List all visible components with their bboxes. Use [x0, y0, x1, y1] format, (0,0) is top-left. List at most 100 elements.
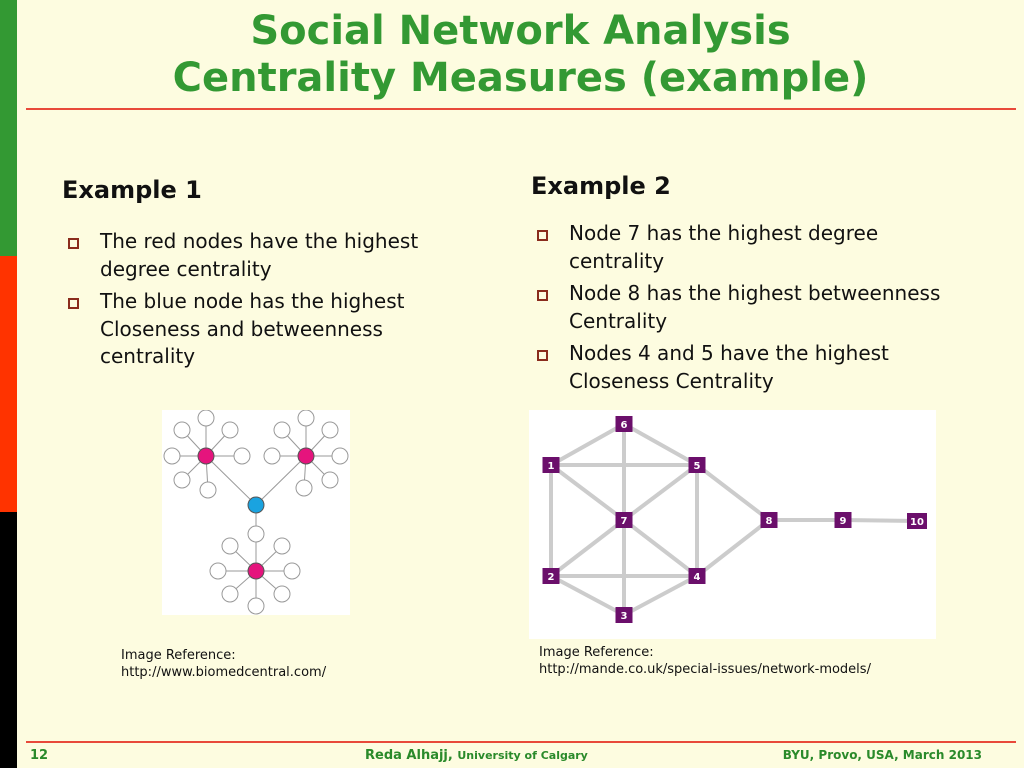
red-hub-node: [247, 562, 265, 580]
leaf-node: [321, 421, 339, 439]
network-node-label-4: 4: [694, 572, 701, 583]
leaf-node: [263, 447, 281, 465]
leaf-node: [173, 471, 191, 489]
network-node-label-5: 5: [694, 461, 701, 472]
graph-edge: [622, 463, 699, 522]
leaf-node: [273, 537, 291, 555]
graph-edge: [623, 574, 698, 617]
example1-image-reference: Image Reference: http://www.biomedcentra…: [121, 647, 326, 681]
example1-bullet-text: The blue node has the highest Closeness …: [100, 289, 405, 368]
leaf-node: [173, 421, 191, 439]
page-number: 12: [30, 748, 49, 763]
graph-edge: [622, 518, 699, 578]
leaf-node: [295, 479, 313, 497]
square-bullet-icon: [537, 290, 548, 301]
example1-bullet: The red nodes have the highest degree ce…: [62, 228, 482, 283]
network-node-2: [542, 568, 560, 584]
example1-reference-label: Image Reference:: [121, 648, 236, 663]
leaf-node: [209, 562, 227, 580]
leaf-node: [273, 421, 291, 439]
leaf-node: [247, 597, 265, 615]
graph-edge: [695, 463, 771, 522]
network-node-9: [834, 512, 852, 528]
network-node-label-1: 1: [548, 461, 555, 472]
slide-title-line-1: Social Network Analysis: [250, 8, 791, 54]
leaf-node: [331, 447, 349, 465]
example2-image-reference: Image Reference: http://mande.co.uk/spec…: [539, 644, 871, 678]
graph-edge: [695, 518, 771, 578]
graph-edge: [549, 518, 626, 578]
network-node-label-2: 2: [548, 572, 555, 583]
network-node-1: [542, 457, 560, 473]
graph-edge: [550, 422, 625, 467]
network-node-5: [688, 457, 706, 473]
network-node-3: [615, 607, 633, 623]
accent-stripe-orange: [0, 256, 17, 512]
square-bullet-icon: [537, 230, 548, 241]
example2-bullet-text: Node 7 has the highest degree centrality: [569, 221, 879, 273]
example1-bullet-list: The red nodes have the highest degree ce…: [62, 228, 482, 376]
network-node-label-7: 7: [621, 516, 628, 527]
leaf-node: [297, 409, 315, 427]
author-name: Reda Alhajj,: [365, 748, 453, 763]
example1-reference-url: http://www.biomedcentral.com/: [121, 665, 327, 680]
accent-stripe-black: [0, 512, 17, 768]
slide-title: Social Network Analysis Centrality Measu…: [17, 8, 1024, 102]
leaf-node: [221, 585, 239, 603]
leaf-node: [221, 421, 239, 439]
red-hub-node: [197, 447, 215, 465]
network-node-10: [907, 513, 927, 529]
graph-edge: [842, 518, 918, 523]
example2-bullet-text: Nodes 4 and 5 have the highest Closeness…: [569, 341, 889, 393]
network-node-label-6: 6: [621, 420, 628, 431]
leaf-node: [221, 537, 239, 555]
example2-bullet-list: Node 7 has the highest degree centrality…: [531, 220, 951, 400]
network-node-7: [615, 512, 633, 528]
network-node-4: [688, 568, 706, 584]
network-node-6: [615, 416, 633, 432]
title-divider: [26, 108, 1016, 110]
leaf-node: [321, 471, 339, 489]
leaf-node: [197, 409, 215, 427]
square-bullet-icon: [537, 350, 548, 361]
example2-bullet: Node 8 has the highest betweenness Centr…: [531, 280, 951, 335]
footer-author: Reda Alhajj, University of Calgary: [365, 748, 588, 763]
example1-heading: Example 1: [62, 176, 202, 204]
square-bullet-icon: [68, 238, 79, 249]
example1-bullet-text: The red nodes have the highest degree ce…: [100, 229, 419, 281]
red-hub-node: [297, 447, 315, 465]
network-node-label-3: 3: [621, 611, 628, 622]
leaf-node: [247, 525, 265, 543]
leaf-node: [233, 447, 251, 465]
example1-network-graph: [163, 409, 349, 615]
example2-bullet-text: Node 8 has the highest betweenness Centr…: [569, 281, 941, 333]
example2-reference-url: http://mande.co.uk/special-issues/networ…: [539, 662, 871, 677]
graph-edge: [623, 422, 698, 467]
graph-edge: [255, 455, 307, 506]
square-bullet-icon: [68, 298, 79, 309]
leaf-node: [163, 447, 181, 465]
graph-edge: [550, 574, 625, 617]
example2-reference-label: Image Reference:: [539, 645, 654, 660]
network-node-label-10: 10: [910, 517, 924, 528]
leaf-node: [273, 585, 291, 603]
example1-network-figure: [162, 409, 350, 615]
leaf-node: [199, 481, 217, 499]
footer-venue: BYU, Provo, USA, March 2013: [782, 748, 982, 762]
graph-edge: [205, 455, 257, 506]
blue-center-node: [247, 496, 265, 514]
example2-bullet: Nodes 4 and 5 have the highest Closeness…: [531, 340, 951, 395]
footer-divider: [26, 741, 1016, 743]
accent-stripe-green: [0, 0, 17, 256]
leaf-node: [283, 562, 301, 580]
example2-bullet: Node 7 has the highest degree centrality: [531, 220, 951, 275]
graph-edge: [549, 463, 626, 522]
slide-title-line-2: Centrality Measures (example): [172, 55, 869, 101]
author-affiliation: University of Calgary: [457, 749, 588, 762]
example2-heading: Example 2: [531, 172, 671, 200]
network-node-label-8: 8: [766, 516, 773, 527]
example1-bullet: The blue node has the highest Closeness …: [62, 288, 482, 371]
network-node-8: [760, 512, 778, 528]
